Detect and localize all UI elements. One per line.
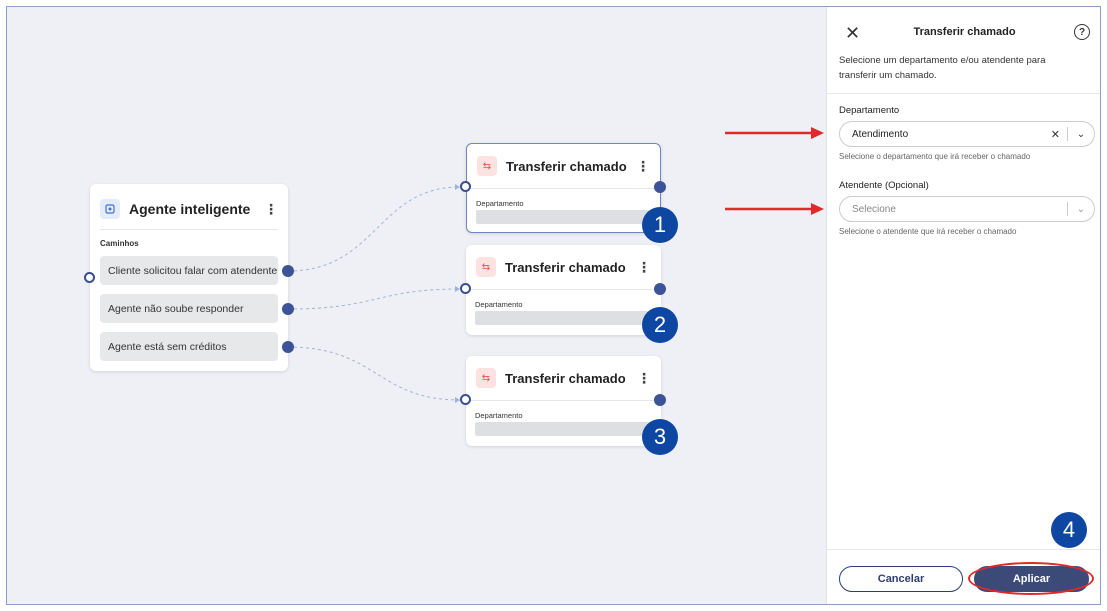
divider	[466, 289, 661, 290]
attendant-field-label: Atendente (Opcional)	[839, 180, 929, 191]
app-frame: Agente inteligente ⋮ Caminhos Cliente so…	[6, 6, 1101, 605]
transfer-node-header: ⇆ Transferir chamado ⋮	[476, 366, 651, 390]
panel-description: Selecione um departamento e/ou atendente…	[839, 55, 1046, 81]
connection-arrowhead-1	[455, 184, 460, 190]
panel-title: Transferir chamado	[913, 26, 1016, 38]
transfer-node-title: Transferir chamado	[505, 259, 626, 275]
attendant-hint: Selecione o atendente que irá receber o …	[839, 227, 1017, 236]
attendant-select-placeholder: Selecione	[852, 203, 896, 215]
cancel-button[interactable]: Cancelar	[839, 566, 963, 592]
step-badge-1: 1	[642, 207, 678, 243]
transfer-arrows-icon: ⇆	[476, 257, 496, 277]
department-value-placeholder	[475, 311, 652, 325]
select-divider	[1067, 202, 1068, 216]
transfer-output-port-1[interactable]	[654, 181, 666, 193]
department-label: Departamento	[475, 411, 523, 420]
more-options-icon[interactable]: ⋮	[637, 259, 651, 275]
connection-arrowhead-2	[455, 286, 460, 292]
divider	[467, 188, 660, 189]
agent-node[interactable]: Agente inteligente ⋮ Caminhos Cliente so…	[90, 184, 288, 371]
help-icon[interactable]: ?	[1074, 24, 1090, 40]
department-label: Departamento	[476, 199, 524, 208]
department-select[interactable]: Atendimento ✕ ⌄	[839, 121, 1095, 147]
annotation-arrow-attendant	[725, 203, 824, 215]
chevron-down-icon[interactable]: ⌄	[1076, 128, 1086, 140]
agent-input-port[interactable]	[84, 272, 95, 283]
agent-node-header: Agente inteligente ⋮	[100, 195, 278, 223]
transfer-node-1[interactable]: ⇆ Transferir chamado ⋮ Departamento	[466, 143, 661, 233]
more-options-icon[interactable]: ⋮	[637, 370, 651, 386]
transfer-node-2[interactable]: ⇆ Transferir chamado ⋮ Departamento	[466, 245, 661, 335]
divider	[827, 93, 1100, 94]
transfer-node-header: ⇆ Transferir chamado ⋮	[477, 154, 650, 178]
connection-line-3	[287, 346, 461, 401]
annotation-arrow-department	[725, 127, 824, 139]
transfer-settings-panel: ✕ Transferir chamado ? Selecione um depa…	[826, 7, 1100, 604]
transfer-input-port-3[interactable]	[460, 394, 471, 405]
flow-canvas[interactable]: Agente inteligente ⋮ Caminhos Cliente so…	[7, 7, 826, 604]
transfer-input-port-2[interactable]	[460, 283, 471, 294]
transfer-node-header: ⇆ Transferir chamado ⋮	[476, 255, 651, 279]
paths-label: Caminhos	[100, 239, 139, 248]
clear-icon[interactable]: ✕	[1050, 128, 1060, 141]
transfer-output-port-2[interactable]	[654, 283, 666, 295]
close-icon[interactable]: ✕	[845, 23, 861, 43]
transfer-input-port-1[interactable]	[460, 181, 471, 192]
divider	[100, 229, 278, 230]
select-divider	[1067, 127, 1068, 141]
transfer-node-title: Transferir chamado	[506, 158, 627, 174]
step-badge-2: 2	[642, 307, 678, 343]
apply-button[interactable]: Aplicar	[974, 566, 1089, 592]
connection-lines	[287, 184, 461, 403]
department-field-label: Departamento	[839, 105, 900, 116]
divider	[466, 400, 661, 401]
path-output-port-2[interactable]	[282, 303, 294, 315]
department-hint: Selecione o departamento que irá receber…	[839, 152, 1031, 161]
transfer-arrows-icon: ⇆	[477, 156, 497, 176]
transfer-node-3[interactable]: ⇆ Transferir chamado ⋮ Departamento	[466, 356, 661, 446]
agent-node-title: Agente inteligente	[129, 201, 251, 217]
transfer-output-port-3[interactable]	[654, 394, 666, 406]
path-item-3[interactable]: Agente está sem créditos	[100, 332, 278, 361]
transfer-node-title: Transferir chamado	[505, 370, 626, 386]
step-badge-3: 3	[642, 419, 678, 455]
more-options-icon[interactable]: ⋮	[636, 158, 650, 174]
path-output-port-3[interactable]	[282, 341, 294, 353]
department-select-value: Atendimento	[852, 128, 909, 140]
chevron-down-icon[interactable]: ⌄	[1076, 203, 1086, 215]
department-value-placeholder	[475, 422, 652, 436]
connection-arrowhead-3	[455, 397, 460, 403]
path-item-2[interactable]: Agente não soube responder	[100, 294, 278, 323]
attendant-select[interactable]: Selecione ⌄	[839, 196, 1095, 222]
department-value-placeholder	[476, 210, 651, 224]
department-label: Departamento	[475, 300, 523, 309]
connection-line-1	[287, 186, 461, 272]
brain-chip-icon	[100, 199, 120, 219]
panel-footer: Cancelar Aplicar 4	[827, 512, 1100, 604]
more-options-icon[interactable]: ⋮	[264, 201, 278, 217]
transfer-arrows-icon: ⇆	[476, 368, 496, 388]
step-badge-4: 4	[1051, 512, 1087, 548]
connection-line-2	[287, 288, 461, 310]
path-output-port-1[interactable]	[282, 265, 294, 277]
path-item-1[interactable]: Cliente solicitou falar com atendente	[100, 256, 278, 285]
